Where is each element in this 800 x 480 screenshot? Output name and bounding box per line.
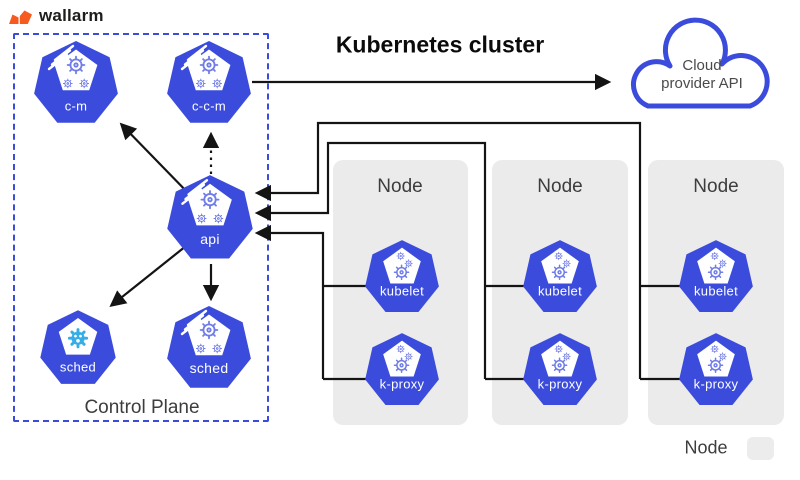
node-title-1: Node bbox=[377, 176, 423, 197]
sched-left-label: sched bbox=[59, 359, 97, 375]
sched-right-label: sched bbox=[189, 360, 229, 376]
legend-label: Node bbox=[684, 437, 728, 458]
kubelet-label-3: kubelet bbox=[693, 283, 739, 299]
page-title: Kubernetes cluster bbox=[335, 31, 545, 58]
kproxy-label-1: k-proxy bbox=[379, 376, 425, 392]
kubelet-label-1: kubelet bbox=[379, 283, 425, 299]
wallarm-logo-text: wallarm bbox=[39, 6, 104, 25]
kubelet-label-2: kubelet bbox=[537, 283, 583, 299]
node-title-3: Node bbox=[693, 176, 739, 197]
cloud-label-line2: provider API bbox=[661, 75, 743, 92]
cm-label: c-m bbox=[64, 98, 88, 114]
wallarm-logo: wallarm bbox=[8, 5, 104, 27]
ccm-label: c-c-m bbox=[192, 98, 226, 114]
kproxy-label-2: k-proxy bbox=[537, 376, 583, 392]
legend-node-swatch bbox=[747, 437, 774, 460]
wallarm-logo-icon bbox=[9, 10, 32, 24]
kproxy-label-3: k-proxy bbox=[693, 376, 739, 392]
node-title-2: Node bbox=[537, 176, 583, 197]
cloud-label: Cloud provider API bbox=[640, 57, 764, 93]
api-label: api bbox=[200, 231, 220, 247]
control-plane-label: Control Plane bbox=[84, 397, 200, 418]
cloud-label-line1: Cloud bbox=[682, 57, 722, 74]
